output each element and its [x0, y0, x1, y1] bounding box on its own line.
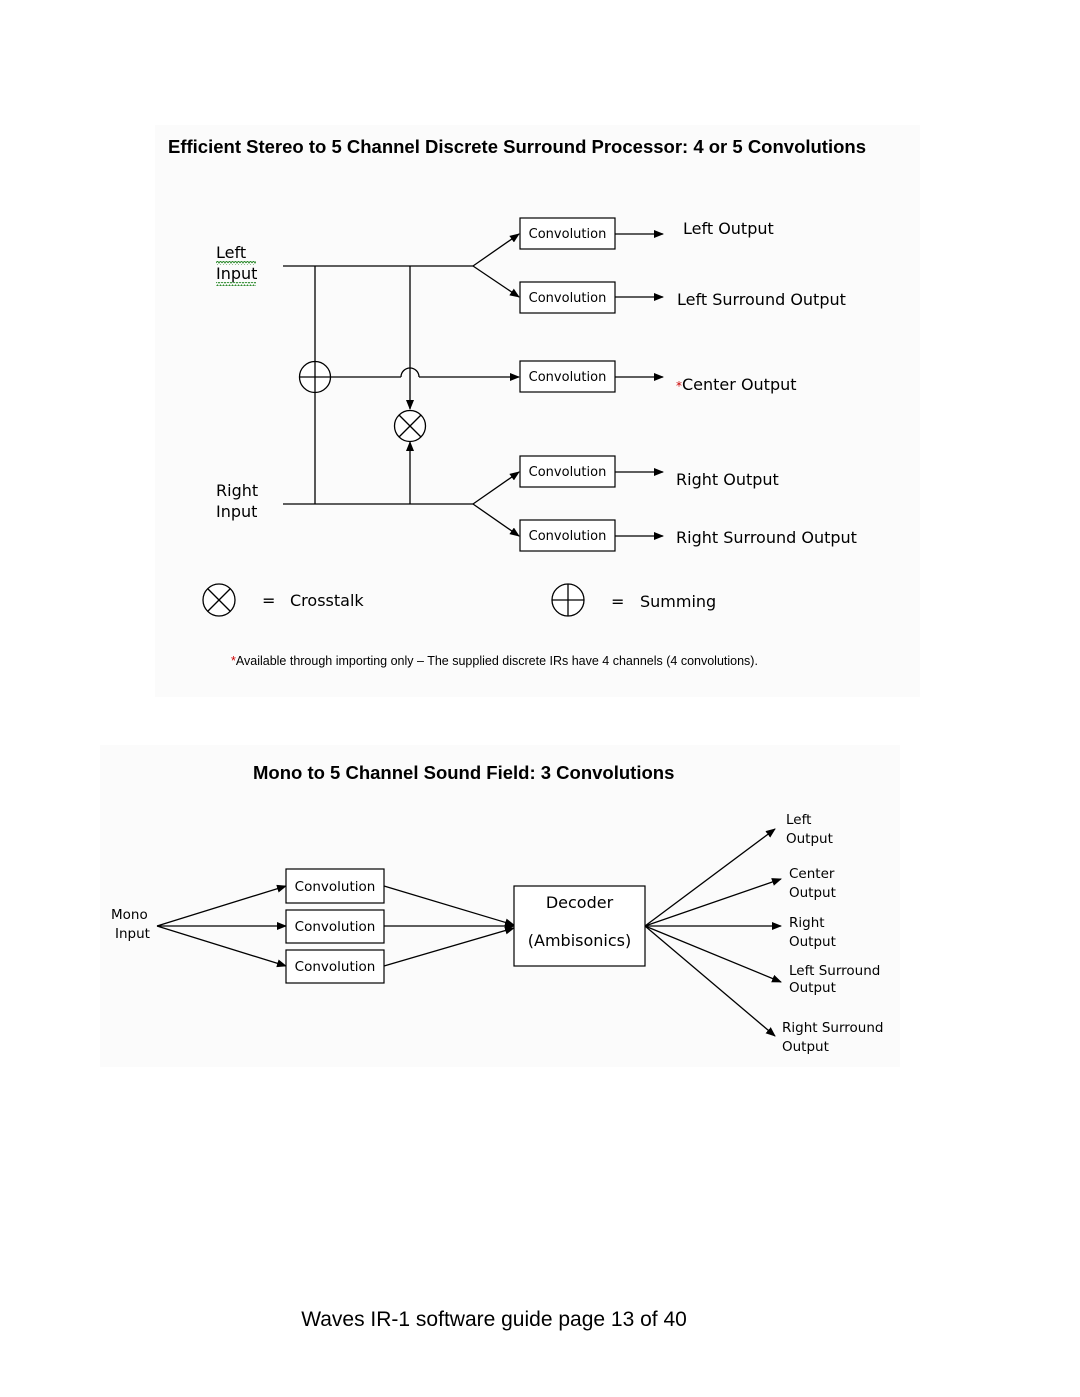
left-surround-output-label-line2: Output — [789, 980, 836, 996]
convolution-box: Convolution — [285, 909, 385, 944]
center-output-label-line1: Center — [789, 866, 835, 882]
convolution-box: Convolution — [519, 217, 616, 250]
convolution-box: Convolution — [519, 455, 616, 488]
legend-equals: = — [262, 591, 275, 610]
mono-soundfield-diagram-panel — [100, 745, 900, 1067]
right-surround-output-label-line1: Right Surround — [782, 1020, 883, 1036]
footer-text: Waves IR-1 software guide page 13 of 40 — [301, 1308, 687, 1331]
center-asterisk: * — [676, 379, 682, 393]
convolution-label: Convolution — [295, 959, 376, 975]
summing-symbol — [298, 360, 332, 394]
convolution-box: Convolution — [519, 519, 616, 552]
mono-input-label-line1: Mono — [111, 907, 148, 923]
convolution-label: Convolution — [529, 291, 607, 306]
left-surround-output-label: Left Surround Output — [677, 290, 846, 309]
crosstalk-symbol — [393, 409, 427, 443]
right-surround-output-label: Right Surround Output — [676, 528, 857, 547]
center-output-label: *Center Output — [676, 375, 797, 394]
right-output-label-line1: Right — [789, 915, 825, 931]
left-output-label: Left Output — [683, 219, 774, 238]
note-asterisk: * — [231, 654, 236, 668]
right-input-label-line2: Input — [216, 502, 257, 521]
left-output-label-line1: Left — [786, 812, 811, 828]
availability-note: *Available through importing only – The … — [231, 654, 758, 668]
legend-summing-label: Summing — [640, 592, 716, 611]
convolution-label: Convolution — [529, 370, 607, 385]
crosstalk-legend-icon — [202, 583, 236, 617]
page-footer: Waves IR-1 software guide page 13 of 40 — [0, 1308, 1080, 1332]
right-surround-output-label-line2: Output — [782, 1039, 829, 1055]
legend-crosstalk-label: Crosstalk — [290, 591, 364, 610]
diagram2-title: Mono to 5 Channel Sound Field: 3 Convolu… — [253, 762, 674, 783]
right-input-label-line1: Right — [216, 481, 258, 500]
center-output-label-line2: Output — [789, 885, 836, 901]
legend-equals: = — [611, 592, 624, 611]
convolution-label: Convolution — [529, 529, 607, 544]
decoder-sublabel: (Ambisonics) — [528, 931, 631, 950]
convolution-box: Convolution — [519, 281, 616, 314]
note-text: Available through importing only – The s… — [236, 654, 758, 668]
decoder-output-arrows — [644, 828, 782, 1037]
convolution-label: Convolution — [295, 879, 376, 895]
convolution-box: Convolution — [519, 360, 616, 393]
decoder-box: Decoder (Ambisonics) — [513, 885, 646, 967]
left-input-label-line1: Left — [216, 243, 246, 262]
mono-signal-lines — [156, 884, 515, 968]
spellcheck-underline — [216, 261, 256, 265]
mono-input-label-line2: Input — [115, 926, 150, 942]
convolution-box: Convolution — [285, 868, 385, 904]
convolution-label: Convolution — [295, 919, 376, 935]
left-surround-output-label-line1: Left Surround — [789, 963, 880, 979]
left-input-label-line2: Input — [216, 264, 257, 283]
convolution-label: Convolution — [529, 465, 607, 480]
center-output-text: Center Output — [682, 375, 797, 394]
right-output-label: Right Output — [676, 470, 779, 489]
spellcheck-underline — [216, 282, 256, 286]
left-output-label-line2: Output — [786, 831, 833, 847]
convolution-label: Convolution — [529, 227, 607, 242]
output-arrows — [615, 230, 664, 540]
right-output-label-line2: Output — [789, 934, 836, 950]
convolution-box: Convolution — [285, 949, 385, 984]
summing-legend-icon — [551, 583, 585, 617]
decoder-label: Decoder — [546, 893, 614, 912]
diagram1-title: Efficient Stereo to 5 Channel Discrete S… — [168, 136, 866, 157]
